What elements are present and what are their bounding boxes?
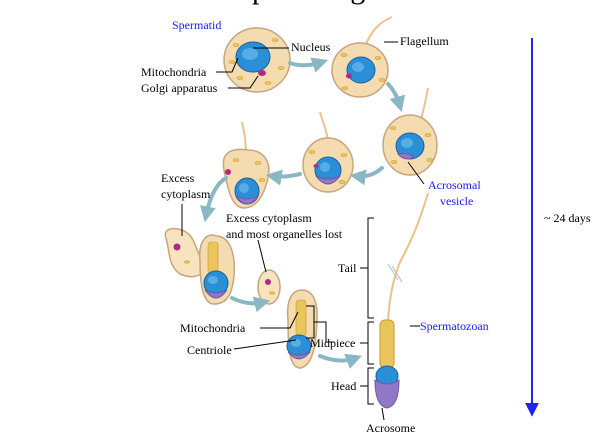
stage-6-cell (164, 227, 236, 305)
label-acrosomal-1: Acrosomal (428, 178, 481, 192)
label-duration: ~ 24 days (544, 211, 591, 225)
label-mitochondria-top: Mitochondria (141, 65, 207, 79)
label-acrosomal-2: vesicle (440, 194, 473, 208)
golgi-icon (258, 70, 266, 76)
leader-lines (181, 41, 425, 421)
label-midpiece: Midpiece (310, 336, 355, 350)
brackets (306, 217, 374, 405)
stage-5-cell (222, 121, 270, 209)
label-excess-cytoplasm-1: Excess (161, 171, 195, 185)
stage-4-cell (302, 111, 354, 193)
label-excess-cytoplasm-2: cytoplasm (161, 187, 211, 201)
stage-2-cell (331, 16, 393, 98)
stage-7-cell (286, 289, 318, 369)
label-spermatid: Spermatid (172, 18, 221, 32)
flow-arrows (200, 57, 406, 369)
page-title-fragment: permatog (252, 0, 365, 5)
label-acrosome: Acrosome (366, 421, 415, 435)
label-excess-lost-2: and most organelles lost (226, 227, 343, 241)
label-golgi: Golgi apparatus (141, 81, 218, 95)
residual-body (257, 269, 281, 305)
label-tail: Tail (338, 261, 357, 275)
label-nucleus: Nucleus (291, 40, 331, 54)
label-excess-lost-1: Excess cytoplasm (226, 211, 312, 225)
spermatid-cell (223, 27, 291, 93)
stage-3-cell (382, 87, 438, 176)
label-mitochondria-bottom: Mitochondria (180, 321, 246, 335)
label-flagellum: Flagellum (400, 34, 449, 48)
label-spermatozoan: Spermatozoan (420, 319, 489, 333)
label-centriole: Centriole (187, 343, 232, 357)
spermatozoan-cell (374, 192, 429, 409)
label-head: Head (331, 379, 356, 393)
